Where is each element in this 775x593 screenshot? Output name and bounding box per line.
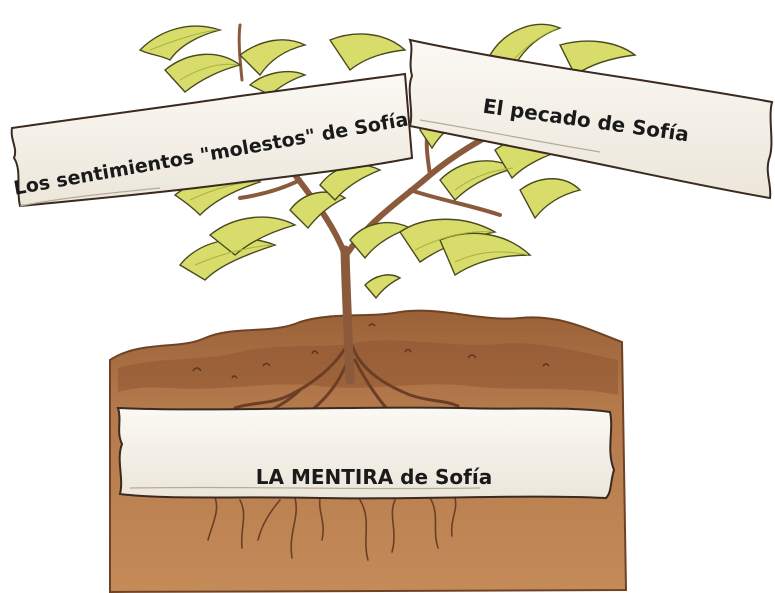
roots <box>207 338 460 561</box>
banner-lie: LA MENTIRA de Sofía <box>116 406 616 500</box>
leaves <box>138 23 637 300</box>
banner-lie-text: LA MENTIRA de Sofía <box>256 465 492 489</box>
banner-sin: El pecado de Sofía <box>408 38 774 200</box>
banner-feelings: Los sentimientos "molestos" de Sofía <box>10 72 414 208</box>
